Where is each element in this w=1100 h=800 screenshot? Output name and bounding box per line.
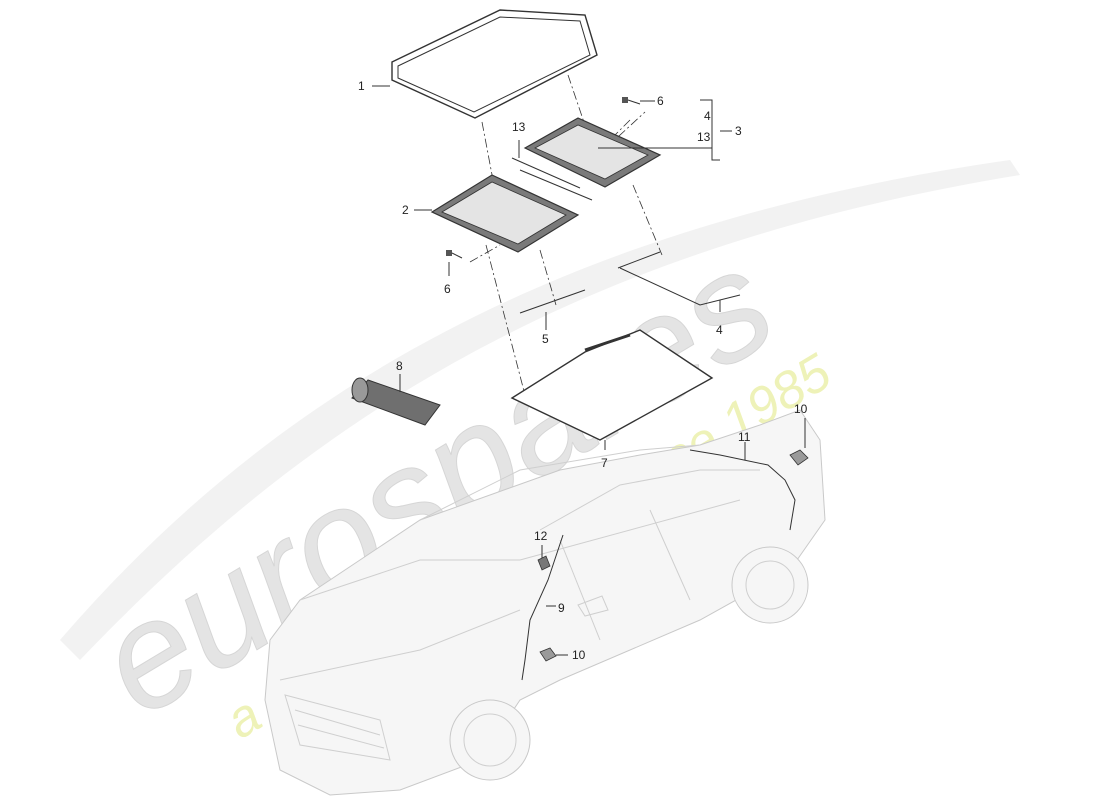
front-wheel-hub (463, 713, 517, 767)
part-grommet-rear[interactable] (789, 449, 809, 466)
part-sun-blind[interactable] (351, 377, 441, 426)
callout-9[interactable]: 9 (558, 601, 565, 615)
part-lower-rail[interactable] (617, 251, 741, 306)
callout-4-bottom[interactable]: 4 (716, 323, 723, 337)
callouts: 1 2 3 4 13 6 13 4 5 6 8 7 10 11 12 9 10 (358, 79, 808, 662)
part-roof-seal[interactable] (510, 329, 714, 441)
car-mirror (577, 595, 609, 617)
callout-2[interactable]: 2 (402, 203, 409, 217)
callout-11[interactable]: 11 (738, 430, 751, 444)
car-hood-line (279, 559, 521, 681)
car-body (264, 409, 826, 796)
callout-5[interactable]: 5 (542, 332, 549, 346)
callout-12[interactable]: 12 (534, 529, 548, 543)
car-grille (284, 694, 391, 761)
callout-8[interactable]: 8 (396, 359, 403, 373)
callout-10-rear[interactable]: 10 (794, 402, 808, 416)
callout-4-top[interactable]: 4 (704, 109, 711, 123)
front-wheel (449, 699, 531, 781)
callout-13-right[interactable]: 13 (697, 130, 711, 144)
callout-3[interactable]: 3 (735, 124, 742, 138)
car-window-line (419, 444, 760, 531)
part-drain-hose-front[interactable] (521, 534, 564, 681)
callout-1[interactable]: 1 (358, 79, 365, 93)
part-glass-panel-right[interactable] (523, 117, 662, 188)
leader-lines (372, 85, 806, 656)
part-screw-left[interactable] (446, 250, 463, 259)
callout-7[interactable]: 7 (601, 456, 608, 470)
part-roof-glass[interactable] (391, 9, 598, 119)
vehicle-outline (264, 409, 826, 796)
callout-13-left[interactable]: 13 (512, 120, 526, 134)
part-clip[interactable] (537, 555, 551, 571)
part-seal-strips[interactable] (511, 157, 593, 201)
part-screw-top[interactable] (622, 97, 641, 105)
rear-wheel-hub (745, 560, 795, 610)
part-grommet-front[interactable] (539, 647, 557, 662)
car-door-line (519, 499, 741, 641)
rear-wheel (731, 546, 809, 624)
callout-6-left[interactable]: 6 (444, 282, 451, 296)
part-glass-panel-left[interactable] (430, 174, 580, 253)
part-trim[interactable] (519, 289, 586, 314)
part-drain-hose-rear[interactable] (689, 449, 796, 531)
callout-10-front[interactable]: 10 (572, 648, 586, 662)
callout-6-top[interactable]: 6 (657, 94, 664, 108)
